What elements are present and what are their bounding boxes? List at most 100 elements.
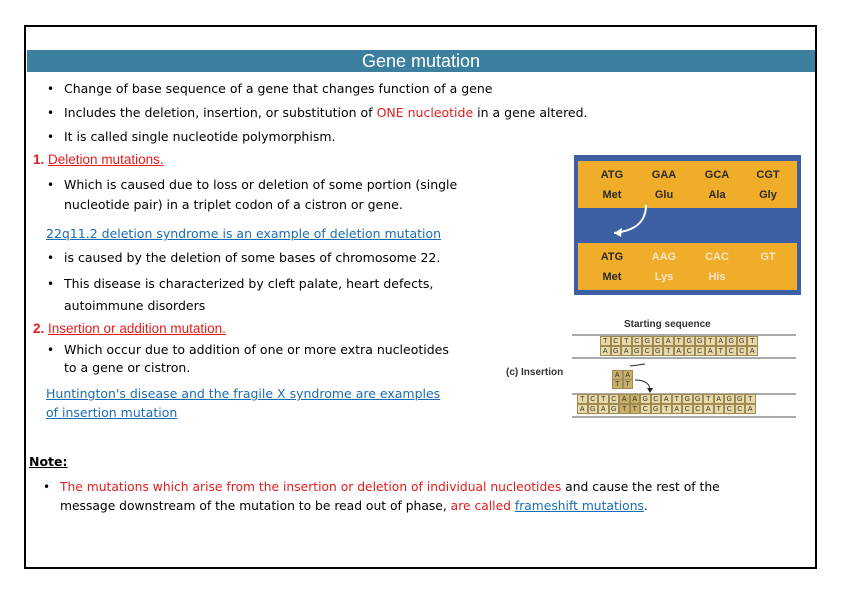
insertion-arrow-icon bbox=[629, 363, 653, 393]
start-bottom-base-7: T bbox=[663, 346, 674, 356]
result-bottom-base-7: C bbox=[640, 404, 651, 414]
intro-bullet-2-highlight: ONE nucleotide bbox=[376, 105, 474, 120]
intro-bullet-1-text: Change of base sequence of a gene that c… bbox=[64, 81, 493, 96]
amino-bottom-2: Lys bbox=[654, 271, 674, 283]
insertion-example-link-line2[interactable]: of insertion mutation bbox=[46, 405, 178, 420]
result-rail-bottom bbox=[572, 416, 796, 418]
deletion-arrow-icon bbox=[613, 204, 647, 237]
result-bottom-base-9: T bbox=[661, 404, 672, 414]
frameshift-mutations-link[interactable]: frameshift mutations bbox=[514, 499, 644, 513]
result-top-base-11: G bbox=[682, 394, 693, 404]
result-bottom-base-11: C bbox=[682, 404, 693, 414]
result-bottom-base-14: T bbox=[713, 404, 724, 414]
result-top-base-9: A bbox=[661, 394, 672, 404]
amino-top-4: Gly bbox=[759, 189, 777, 201]
start-top-base-2: C bbox=[610, 336, 621, 346]
start-bottom-base-6: G bbox=[652, 346, 663, 356]
note-bullet: The mutations which arise from the inser… bbox=[43, 479, 720, 495]
intro-bullet-2-tail: in a gene altered. bbox=[473, 105, 588, 120]
result-bottom-base-2: G bbox=[587, 404, 598, 414]
result-bottom-base-10: A bbox=[671, 404, 682, 414]
insertion-bullet-1-line2: to a gene or cistron. bbox=[64, 360, 191, 375]
result-top-base-16: G bbox=[734, 394, 745, 404]
start-top-base-3: T bbox=[621, 336, 632, 346]
codon-top-2: GAA bbox=[651, 169, 677, 181]
result-bottom-base-4: G bbox=[608, 404, 619, 414]
result-bottom-base-13: A bbox=[703, 404, 714, 414]
mutated-codon-strip: ATG AAG CAC GT Met Lys His bbox=[578, 243, 797, 290]
start-bottom-base-4: G bbox=[631, 346, 642, 356]
page-frame bbox=[24, 25, 817, 569]
codon-top-4: CGT bbox=[756, 169, 780, 181]
start-rail-bottom bbox=[572, 357, 796, 359]
deletion-bullet-3: This disease is characterized by cleft p… bbox=[47, 276, 433, 292]
note-heading: Note: bbox=[29, 454, 68, 469]
insert-bottom-base-2: T bbox=[622, 379, 633, 389]
start-top-base-15: T bbox=[747, 336, 758, 346]
start-top-base-1: T bbox=[600, 336, 611, 346]
start-rail-top bbox=[572, 334, 796, 336]
deletion-bullet-1: Which is caused due to loss or deletion … bbox=[47, 177, 457, 193]
deletion-bullet-2: is caused by the deletion of some bases … bbox=[47, 250, 441, 266]
amino-bottom-1: Met bbox=[602, 271, 622, 283]
start-bottom-base-12: T bbox=[715, 346, 726, 356]
start-top-base-8: T bbox=[673, 336, 684, 346]
start-bottom-base-15: A bbox=[747, 346, 758, 356]
result-top-base-13: T bbox=[703, 394, 714, 404]
original-codon-strip: ATG GAA GCA CGT Met Glu Ala Gly bbox=[578, 161, 797, 208]
deletion-bullet-3-line2: autoimmune disorders bbox=[64, 298, 206, 313]
result-bottom-base-15: C bbox=[724, 404, 735, 414]
result-top-base-8: C bbox=[650, 394, 661, 404]
note-line2-text: message downstream of the mutation to be… bbox=[60, 499, 451, 513]
deletion-example-link[interactable]: 22q11.2 deletion syndrome is an example … bbox=[46, 226, 442, 241]
result-top-base-14: A bbox=[713, 394, 724, 404]
codon-top-1: ATG bbox=[600, 169, 624, 181]
result-top-base-10: T bbox=[671, 394, 682, 404]
insertion-heading: 2. Insertion or addition mutation. bbox=[33, 321, 226, 337]
start-top-base-4: C bbox=[631, 336, 642, 346]
result-top-base-4: C bbox=[608, 394, 619, 404]
codon-deletion-figure: ATG GAA GCA CGT Met Glu Ala Gly ATG AAG … bbox=[574, 155, 801, 295]
intro-bullet-2-text: Includes the deletion, insertion, or sub… bbox=[64, 105, 377, 120]
result-top-base-2: C bbox=[587, 394, 598, 404]
result-top-base-17: T bbox=[745, 394, 756, 404]
start-top-base-9: G bbox=[684, 336, 695, 346]
deletion-bullet-2-text: is caused by the deletion of some bases … bbox=[64, 250, 441, 265]
deletion-heading: 1. Deletion mutations. bbox=[33, 152, 164, 168]
codon-bottom-3: CAC bbox=[705, 251, 729, 263]
intro-bullet-2: Includes the deletion, insertion, or sub… bbox=[47, 105, 588, 121]
start-bottom-base-5: C bbox=[642, 346, 653, 356]
amino-bottom-3: His bbox=[708, 271, 726, 283]
result-bottom-base-6: T bbox=[629, 404, 640, 414]
result-bottom-base-8: G bbox=[650, 404, 661, 414]
start-bottom-base-10: C bbox=[694, 346, 705, 356]
start-bottom-base-13: C bbox=[726, 346, 737, 356]
insertion-bullet-1-line1: Which occur due to addition of one or mo… bbox=[64, 342, 449, 357]
insertion-label: Insertion or addition mutation. bbox=[48, 321, 226, 336]
insertion-caption: (c) Insertion bbox=[506, 367, 564, 378]
note-line2-red: are called bbox=[450, 499, 511, 513]
codon-bottom-1: ATG bbox=[600, 251, 624, 263]
start-top-base-13: G bbox=[726, 336, 737, 346]
note-line2: message downstream of the mutation to be… bbox=[60, 498, 648, 514]
result-bottom-base-5: T bbox=[619, 404, 630, 414]
intro-bullet-1: Change of base sequence of a gene that c… bbox=[47, 81, 493, 97]
start-top-base-6: C bbox=[652, 336, 663, 346]
result-top-base-1: T bbox=[577, 394, 588, 404]
start-bottom-base-8: A bbox=[673, 346, 684, 356]
amino-top-3: Ala bbox=[708, 189, 726, 201]
result-top-base-6: A bbox=[629, 394, 640, 404]
result-bottom-base-12: C bbox=[692, 404, 703, 414]
result-bottom-base-1: A bbox=[577, 404, 588, 414]
deletion-label: Deletion mutations. bbox=[48, 152, 164, 167]
insertion-example-link-line1[interactable]: Huntington's disease and the fragile X s… bbox=[46, 386, 441, 401]
result-bottom-base-16: C bbox=[734, 404, 745, 414]
start-top-base-12: A bbox=[715, 336, 726, 346]
result-bottom-base-3: A bbox=[598, 404, 609, 414]
codon-bottom-4: GT bbox=[760, 251, 776, 263]
start-bottom-base-1: A bbox=[600, 346, 611, 356]
insertion-number: 2. bbox=[33, 321, 45, 336]
